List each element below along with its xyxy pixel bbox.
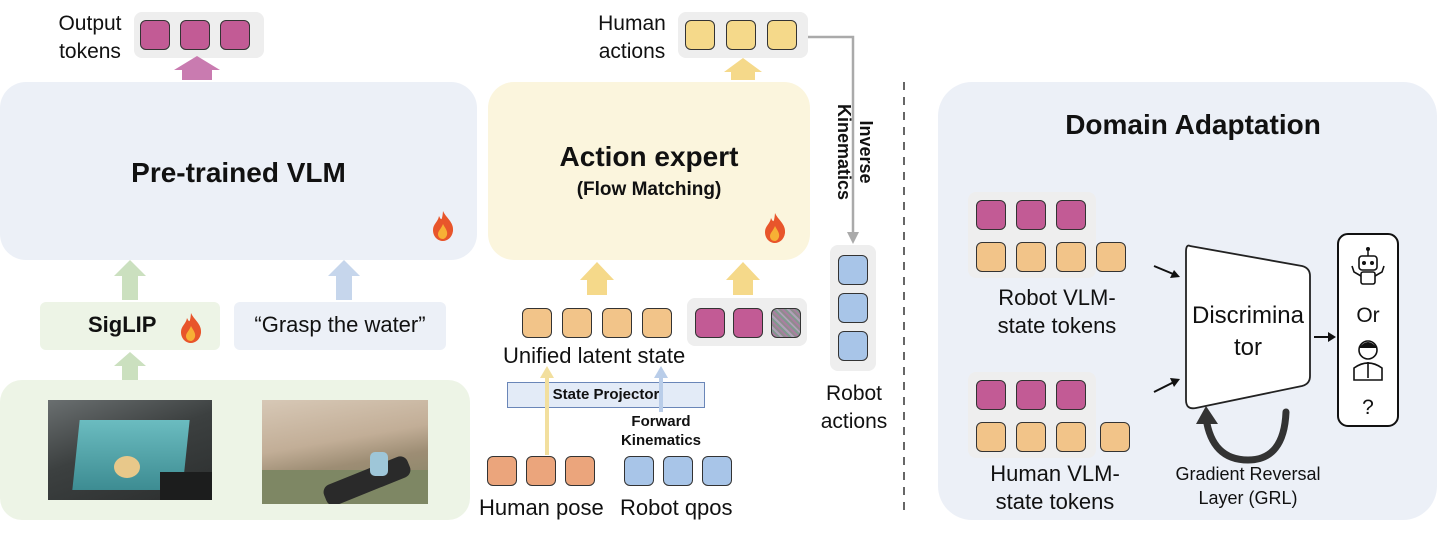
or-label: Or <box>1356 304 1380 327</box>
human-camera-image <box>262 400 428 504</box>
up-arrow-icon <box>328 260 360 300</box>
action-expert-title: Action expert <box>559 141 739 172</box>
human-action-token-group <box>678 12 808 58</box>
up-arrow-icon <box>726 262 760 295</box>
fire-icon <box>181 313 202 343</box>
unified-state-label: Unified latent state <box>503 343 686 368</box>
human-state-token <box>1056 422 1086 452</box>
action-expert-panel <box>488 82 810 260</box>
human-tokens-label: Human VLM- state tokens <box>990 461 1120 514</box>
action-token <box>695 308 725 338</box>
output-token <box>220 20 250 50</box>
human-icon <box>1353 340 1383 381</box>
unified-state-token <box>602 308 632 338</box>
fire-icon <box>765 213 786 243</box>
state-projector-label: State Projector <box>552 386 660 403</box>
robot-qpos-token <box>624 456 654 486</box>
unknown-class-label: ? <box>1362 396 1374 419</box>
robot-icon <box>1351 247 1385 285</box>
vlm-title: Pre-trained VLM <box>131 157 346 188</box>
robot-vlm-token <box>1016 200 1046 230</box>
human-action-token <box>726 20 756 50</box>
robot-vlm-token <box>976 200 1006 230</box>
unified-state-token <box>522 308 552 338</box>
human-vlm-token <box>976 380 1006 410</box>
noise-token <box>771 308 801 338</box>
up-arrow-icon <box>580 262 614 295</box>
robot-vlm-token <box>1056 200 1086 230</box>
domain-adaptation-title: Domain Adaptation <box>1065 109 1321 140</box>
robot-actions-label: Robot actions <box>820 382 888 433</box>
human-action-token <box>767 20 797 50</box>
robot-camera-image <box>48 400 212 500</box>
fire-icon <box>433 211 454 241</box>
action-expert-subtitle: (Flow Matching) <box>576 179 722 200</box>
human-pose-token <box>487 456 517 486</box>
human-actions-label: Human actions <box>598 12 666 63</box>
human-state-token <box>1100 422 1130 452</box>
robot-state-token <box>1016 242 1046 272</box>
human-vlm-token <box>1016 380 1046 410</box>
robot-qpos-token <box>702 456 732 486</box>
output-class-box <box>1337 233 1399 427</box>
forward-kinematics-label: Forward Kinematics <box>620 413 702 449</box>
grl-label: Gradient Reversal Layer (GRL) <box>1175 464 1321 508</box>
output-token <box>180 20 210 50</box>
robot-action-token <box>838 293 868 323</box>
human-pose-token <box>565 456 595 486</box>
discriminator-shape <box>1185 244 1311 410</box>
vlm-panel <box>0 82 477 260</box>
robot-state-token <box>1056 242 1086 272</box>
unified-state-token <box>642 308 672 338</box>
up-arrow-icon <box>724 58 762 80</box>
output-token-group <box>134 12 264 58</box>
action-token <box>733 308 763 338</box>
human-state-token <box>1016 422 1046 452</box>
robot-action-token-group <box>830 245 876 371</box>
robot-vlm-token-group <box>968 192 1096 278</box>
human-pose-label: Human pose <box>479 495 604 520</box>
robot-state-token <box>1096 242 1126 272</box>
unified-state-token <box>562 308 592 338</box>
up-arrow-icon <box>114 260 146 300</box>
human-state-token <box>976 422 1006 452</box>
robot-qpos-label: Robot qpos <box>620 495 733 520</box>
siglip-label: SigLIP <box>88 312 157 337</box>
human-vlm-token <box>1056 380 1086 410</box>
output-tokens-label: Output tokens <box>58 12 122 63</box>
human-action-token <box>685 20 715 50</box>
human-vlm-token-group <box>968 372 1096 458</box>
up-arrow-icon <box>174 56 220 80</box>
discriminator-label: Discrimina tor <box>1191 302 1304 361</box>
state-projector-box <box>507 382 705 408</box>
robot-state-token <box>976 242 1006 272</box>
instruction-text: “Grasp the water” <box>254 312 426 337</box>
up-arrow-icon <box>114 352 146 380</box>
noisy-action-token-group <box>687 298 807 346</box>
robot-action-token <box>838 331 868 361</box>
robot-tokens-label: Robot VLM- state tokens <box>997 285 1117 338</box>
curved-arrow-icon <box>1202 408 1290 464</box>
instruction-box <box>234 302 446 350</box>
output-token <box>140 20 170 50</box>
robot-action-token <box>838 255 868 285</box>
robot-qpos-token <box>663 456 693 486</box>
human-pose-token <box>526 456 556 486</box>
